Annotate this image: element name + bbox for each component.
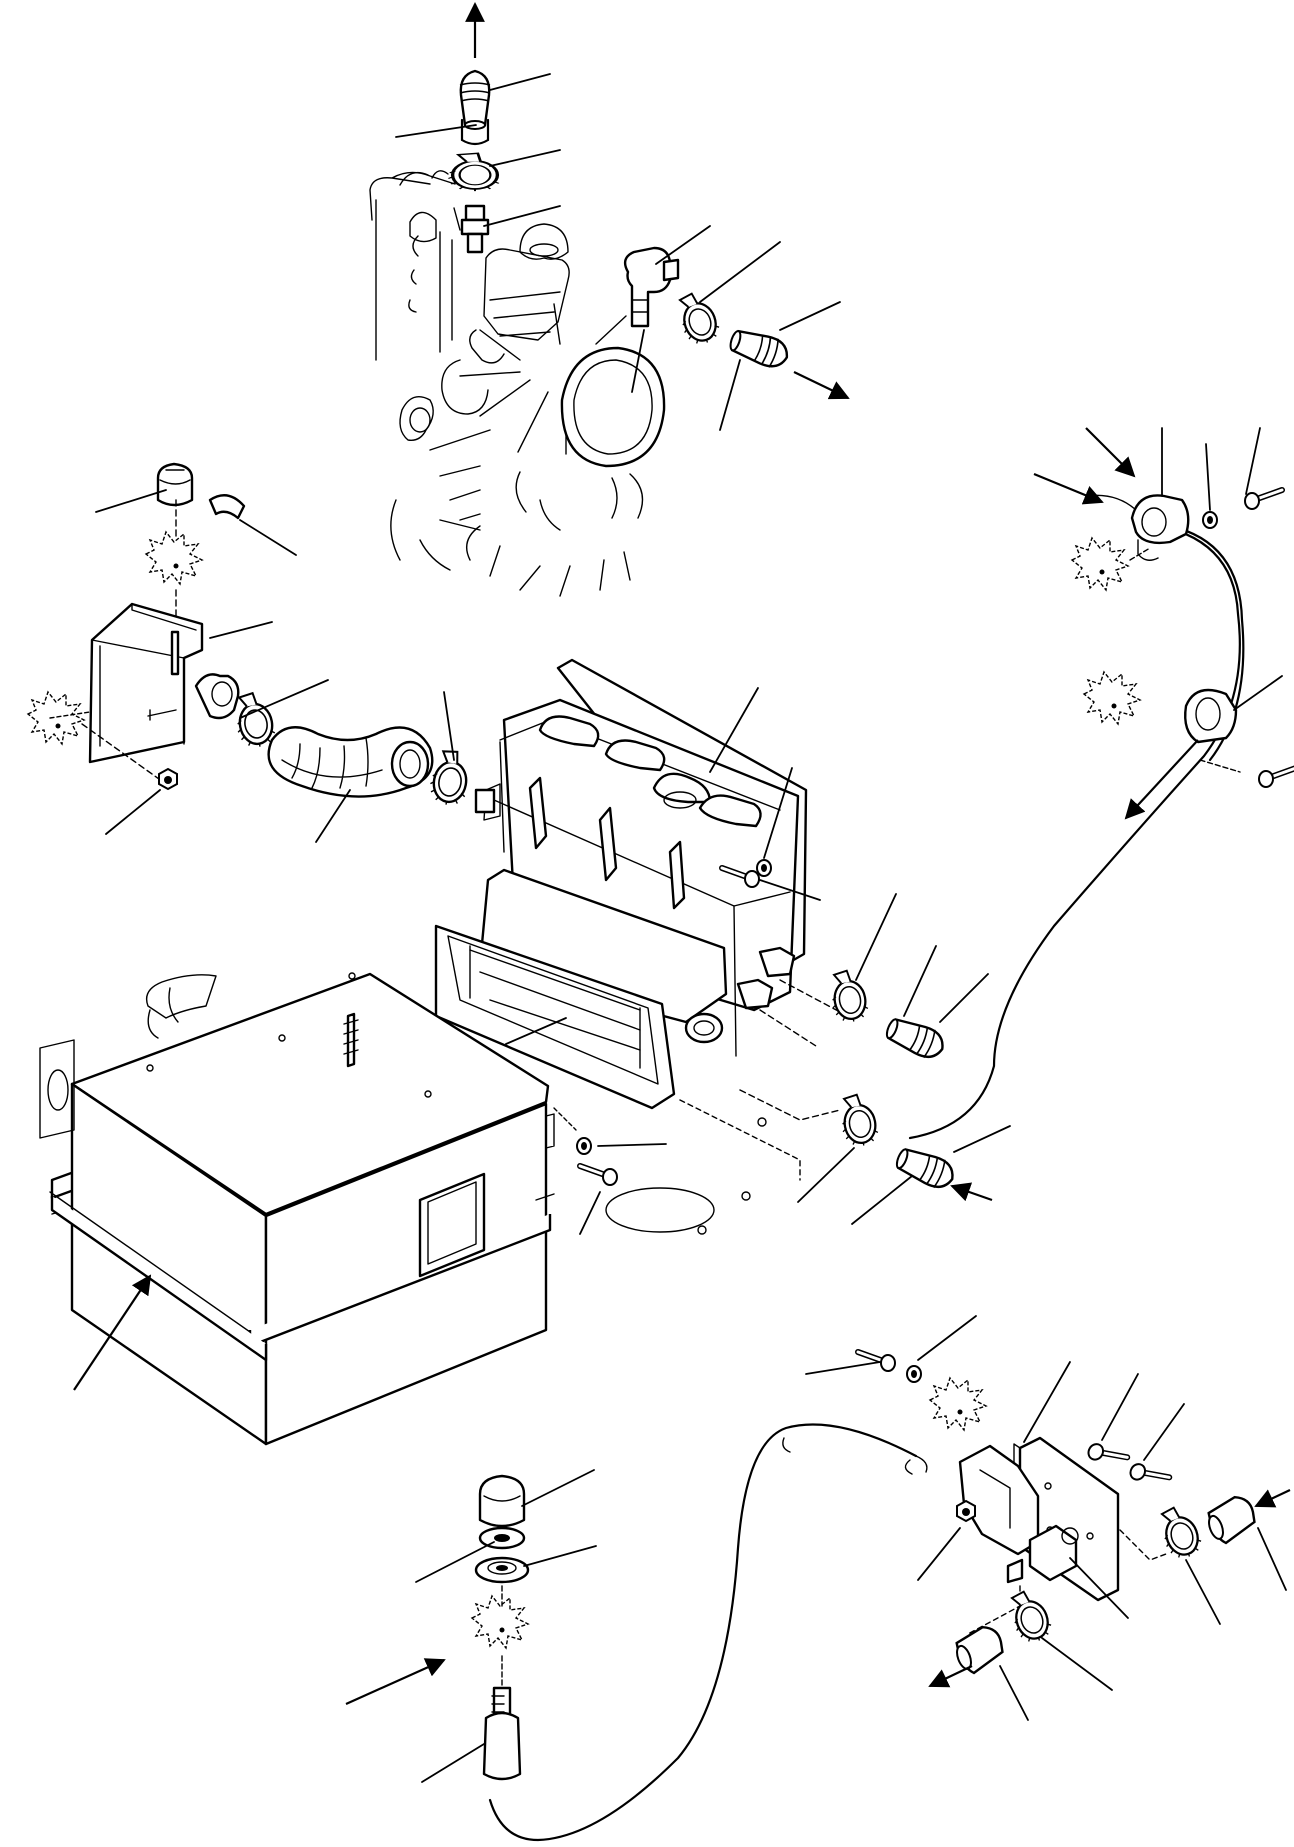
left-control-knob-assembly [95,462,297,621]
grommet-lower-bolt [1259,768,1294,787]
elbow-hose-assembly [623,225,850,431]
mounting-symbol-right-upper [1071,537,1129,591]
control-knob-lower [478,1474,526,1528]
grommet-lower [1184,688,1238,744]
engine-block [369,170,666,597]
flow-arrow-knob [345,1658,446,1706]
control-cable [488,1423,918,1842]
control-cable-end [482,1686,522,1781]
grommet-bolt [1245,490,1282,509]
box-nut [158,768,178,790]
upper-fitting [460,204,490,254]
heater-hose [267,726,434,798]
center-hose-clamp-left [230,689,278,752]
heater-washer [756,859,772,877]
upper-hose-fitting [458,69,492,131]
heater-unit [434,658,808,1110]
flow-arrow-cable-1 [1085,427,1136,478]
water-valve [958,1444,1079,1584]
lower-control-knob-assembly [345,1469,597,1783]
grommet-washer [1202,511,1218,529]
control-panel-box [39,972,555,1446]
box-bolt [580,1166,617,1185]
heater-hose-fitting-upper [881,1012,950,1065]
upper-hose-assembly [395,2,561,254]
box-washer [576,1137,592,1155]
valve-washer-top [906,1365,922,1383]
valve-box [88,602,240,764]
heater-hose-fitting-lower [891,1142,960,1195]
flow-arrow-right [793,371,850,400]
flow-arrow-in [950,1182,993,1202]
flow-arrow-cable-2 [1033,472,1104,505]
mounting-symbol-lower [471,1595,529,1649]
grommet-upper [1130,494,1190,561]
valve-screw-upper [1086,1439,1128,1474]
right-cable-assembly [908,427,1294,1140]
heater-clamp-lower [835,1091,881,1150]
valve-hose-fitting-lower [955,1625,1004,1675]
valve-bolt-top [858,1352,895,1371]
valve-hose-fitting-right [1207,1495,1256,1545]
elbow-fitting [623,246,680,328]
center-hose-clamp-right [426,746,474,809]
heater-clamp-upper [825,967,871,1026]
mounting-symbol-left [27,691,85,745]
mounting-symbol-valve [929,1377,987,1431]
control-knob-upper-left [156,462,194,507]
right-hose-clamp [671,287,724,350]
valve-clamp-lower [1003,1585,1056,1648]
flow-arrow-box [73,1274,152,1391]
flow-arrow-valve-in [1254,1489,1291,1508]
water-valve-assembly [805,1315,1291,1721]
valve-clamp-right [1153,1501,1206,1564]
flow-arrow-cable-3 [1124,739,1199,820]
right-hose-fitting [725,324,793,373]
mounting-symbol-upper-left [145,531,203,585]
retaining-clip [208,494,246,520]
mounting-symbol-right-lower [1083,671,1141,725]
upper-hose-clamp [446,151,501,193]
flow-arrow-valve-out [928,1665,973,1688]
valve-nut [956,1500,976,1522]
valve-screw-lower [1128,1459,1170,1494]
